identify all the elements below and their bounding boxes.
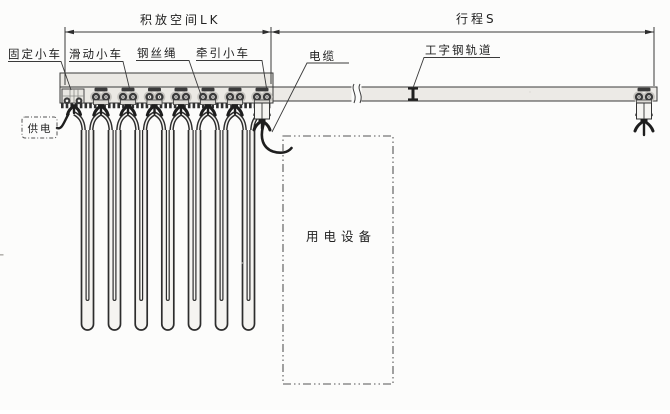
traction-trolley <box>249 86 275 132</box>
i-beam-rail <box>272 83 658 104</box>
cable-loop <box>101 114 127 331</box>
cable-loop <box>181 114 207 331</box>
i-beam-section-mark <box>408 87 418 101</box>
power-supply-label: 供电 <box>28 122 53 135</box>
accumulation-space-label: 积放空间LK <box>140 12 221 27</box>
i-beam-track-label: 工字钢轨道 <box>425 43 493 57</box>
cable-loop <box>74 114 100 331</box>
electrical-equipment-box: 用电设备 <box>282 135 394 385</box>
end-trolley <box>631 86 657 137</box>
traction-trolley-label: 牵引小车 <box>196 46 250 60</box>
scan-artifacts <box>0 91 531 264</box>
cable-loop <box>235 114 261 331</box>
dimension-lines <box>64 27 655 86</box>
fixed-trolley <box>61 88 85 116</box>
fixed-trolley-label: 固定小车 <box>8 47 62 61</box>
wire-rope-label: 钢丝绳 <box>137 46 178 60</box>
power-feed-cable <box>55 112 70 130</box>
rail-break-symbol <box>351 83 362 104</box>
cable-label: 电缆 <box>309 49 336 63</box>
cable-loops <box>74 114 261 331</box>
travel-label: 行程S <box>456 11 497 26</box>
leader-lines <box>8 57 500 133</box>
power-supply-callout: 供电 <box>21 116 58 139</box>
electrical-equipment-label: 用电设备 <box>306 229 376 244</box>
cable-loop <box>128 114 154 331</box>
trailing-cable <box>260 121 293 154</box>
cable-loop <box>208 114 234 331</box>
sliding-trolley-label: 滑动小车 <box>69 47 123 61</box>
cable-loop <box>155 114 181 331</box>
dimension-arrows <box>65 29 654 35</box>
